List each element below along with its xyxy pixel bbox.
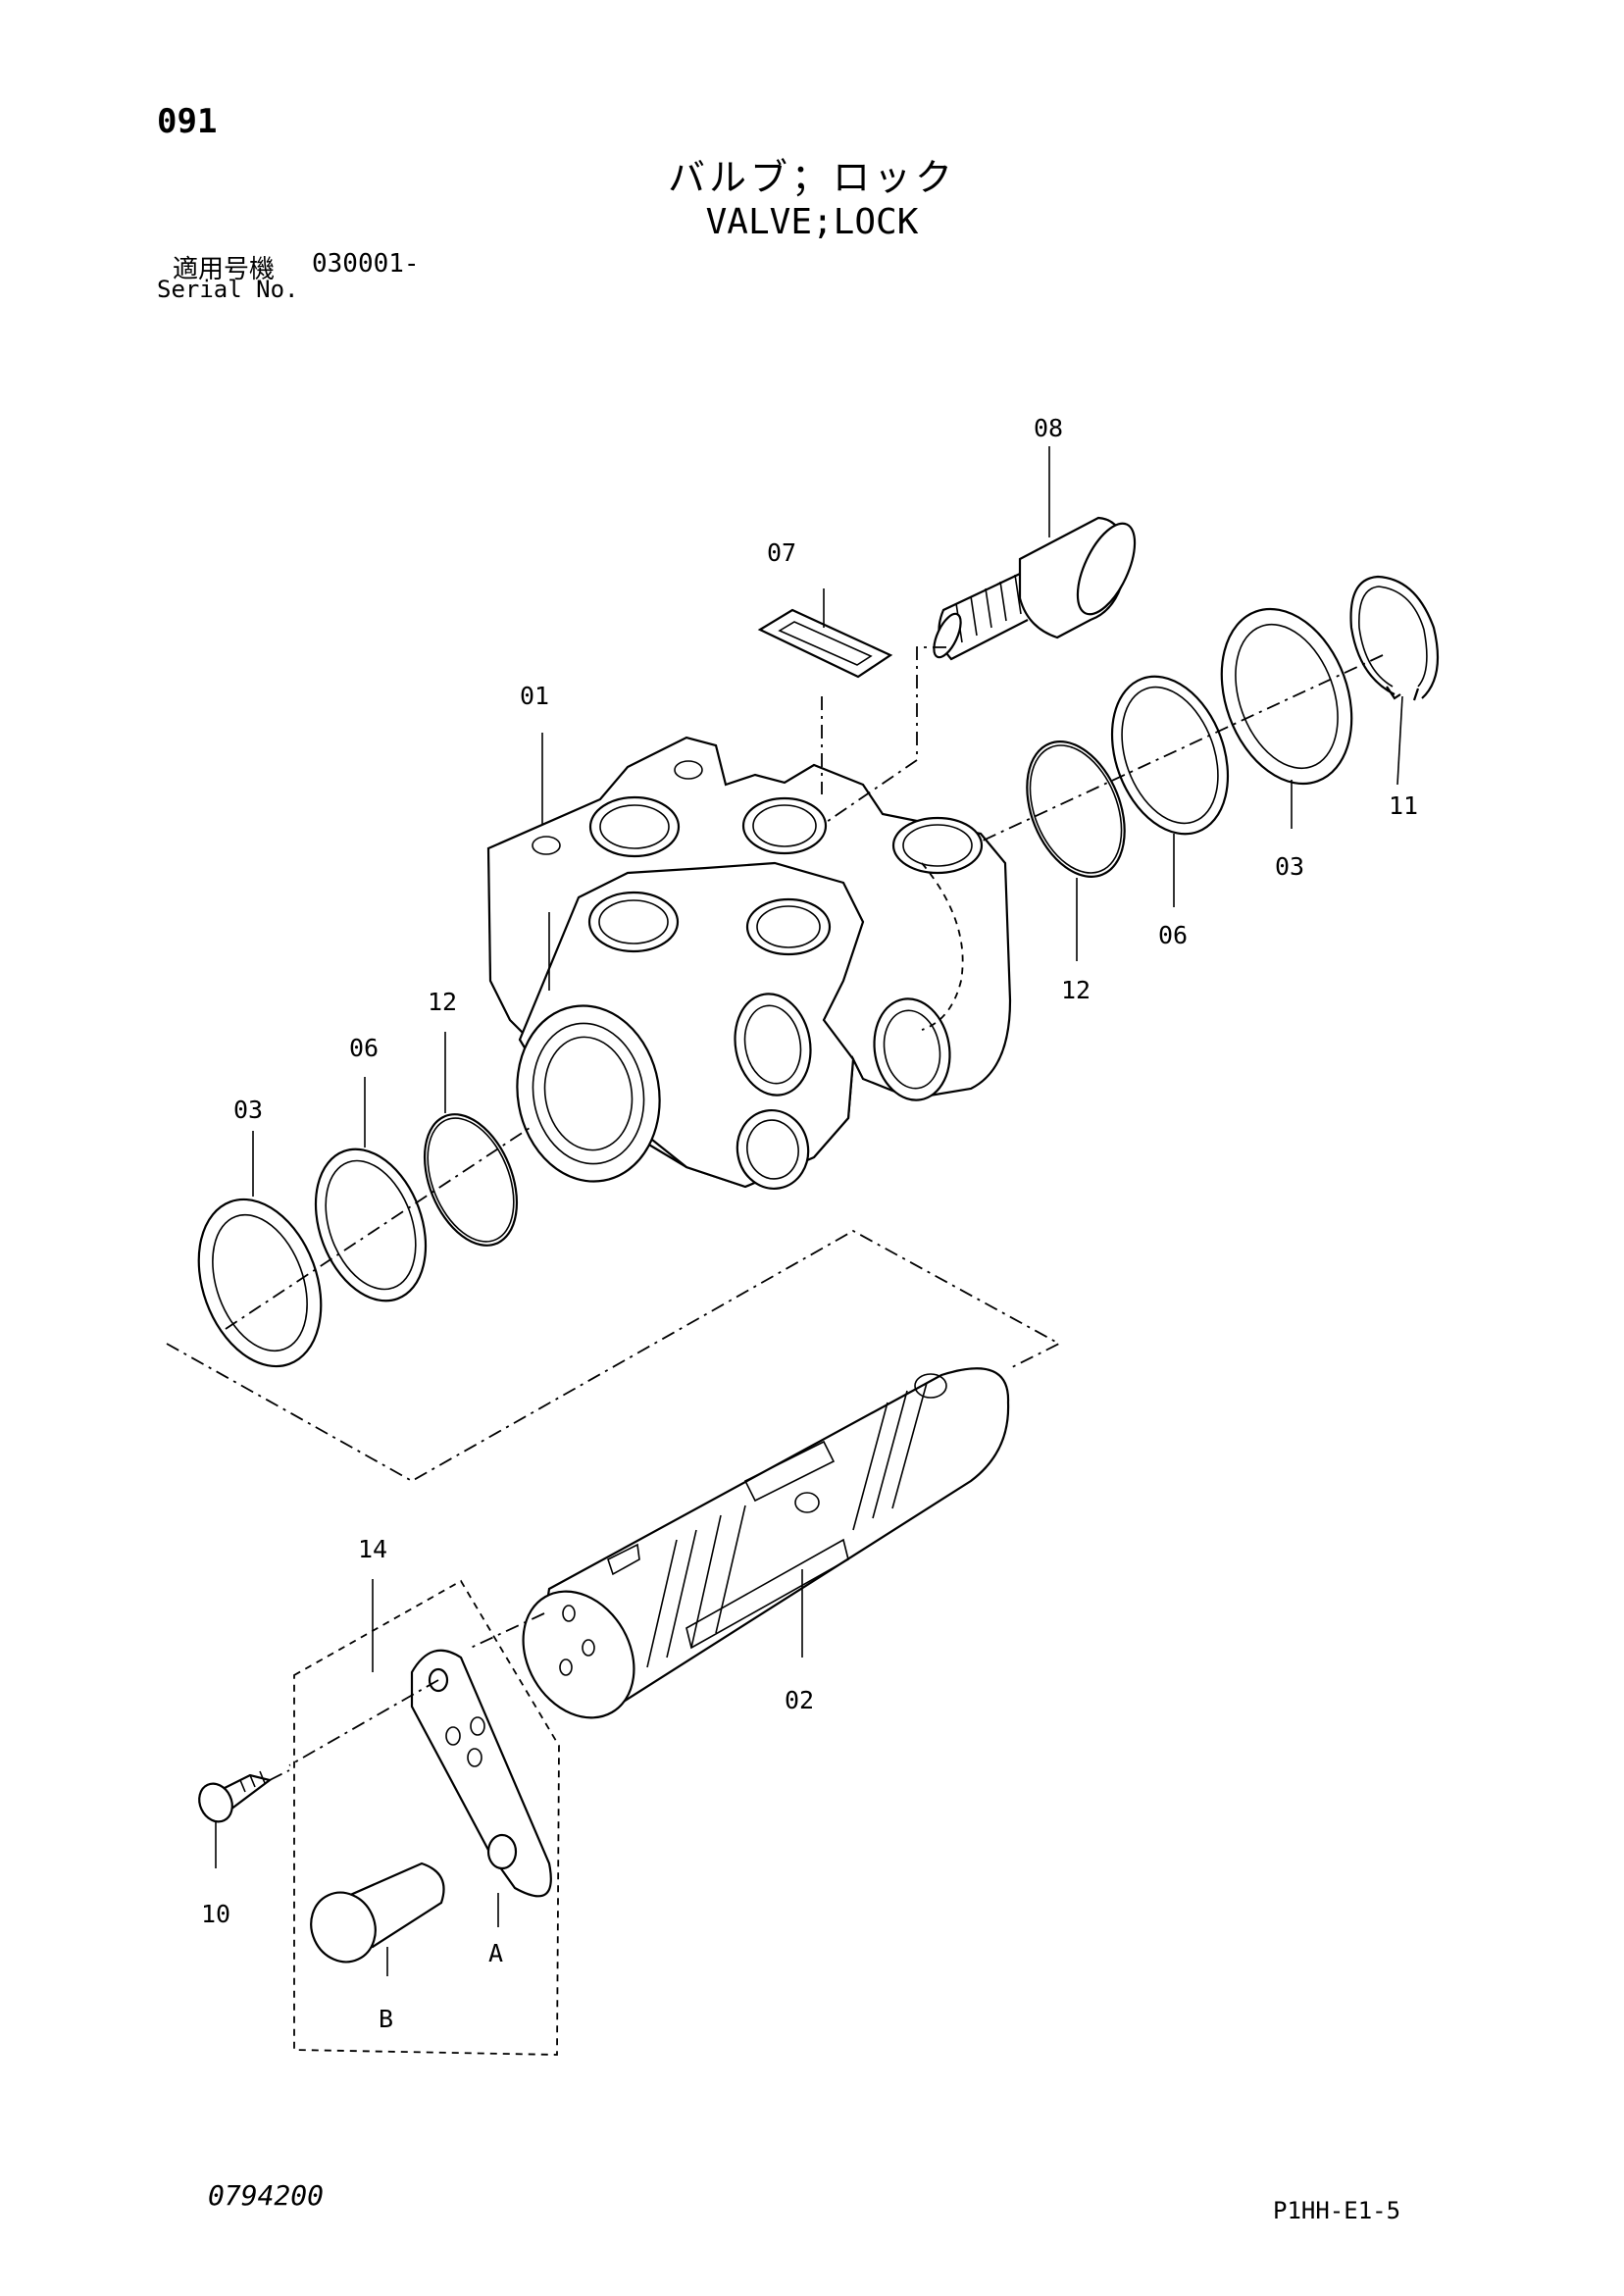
leader-lines (215, 446, 1403, 1976)
callout-14: 14 (358, 1535, 387, 1563)
callout-03-left: 03 (233, 1096, 263, 1124)
part-11-snap-ring (1349, 575, 1440, 701)
document-number: 0794200 (208, 2179, 325, 2212)
part-03-right-washer (1220, 607, 1353, 786)
callout-06-right: 06 (1158, 921, 1188, 949)
callout-12-right: 12 (1061, 976, 1091, 1004)
page-number: 091 (157, 102, 218, 141)
callout-11: 11 (1389, 791, 1418, 820)
part-03-left-washer (197, 1198, 323, 1368)
part-07-gasket (757, 608, 893, 679)
serial-label-english: Serial No. (157, 276, 299, 303)
callout-02: 02 (785, 1686, 814, 1714)
title-japanese: バルブ；ロック (667, 156, 956, 199)
callout-03-right: 03 (1275, 852, 1304, 881)
callout-06-left: 06 (349, 1034, 379, 1062)
page-code: P1HH-E1-5 (1273, 2197, 1401, 2224)
callout-10: 10 (201, 1900, 230, 1928)
part-01-valve-body (486, 736, 1012, 1190)
callout-07: 07 (767, 538, 796, 567)
serial-label-japanese: 適用号機 (173, 255, 276, 284)
part-08-bolt (933, 516, 1137, 661)
part-14-lever-assembly (293, 1579, 560, 2056)
title-english: VALVE;LOCK (705, 202, 919, 242)
part-06-left-backup-ring (314, 1148, 428, 1302)
part-10-screw (198, 1770, 273, 1823)
part-02-spool (522, 1367, 1010, 1719)
callout-B: B (379, 2005, 393, 2033)
part-12-left-o-ring (423, 1113, 519, 1247)
callout-01: 01 (520, 682, 549, 710)
part-12-right-o-ring (1026, 740, 1126, 878)
part-06-right-backup-ring (1110, 675, 1230, 836)
serial-value: 030001- (312, 249, 420, 279)
callout-12-left: 12 (428, 988, 457, 1016)
assembly-lines (166, 646, 1384, 1781)
callout-A: A (488, 1939, 503, 1967)
callout-08: 08 (1034, 414, 1063, 442)
